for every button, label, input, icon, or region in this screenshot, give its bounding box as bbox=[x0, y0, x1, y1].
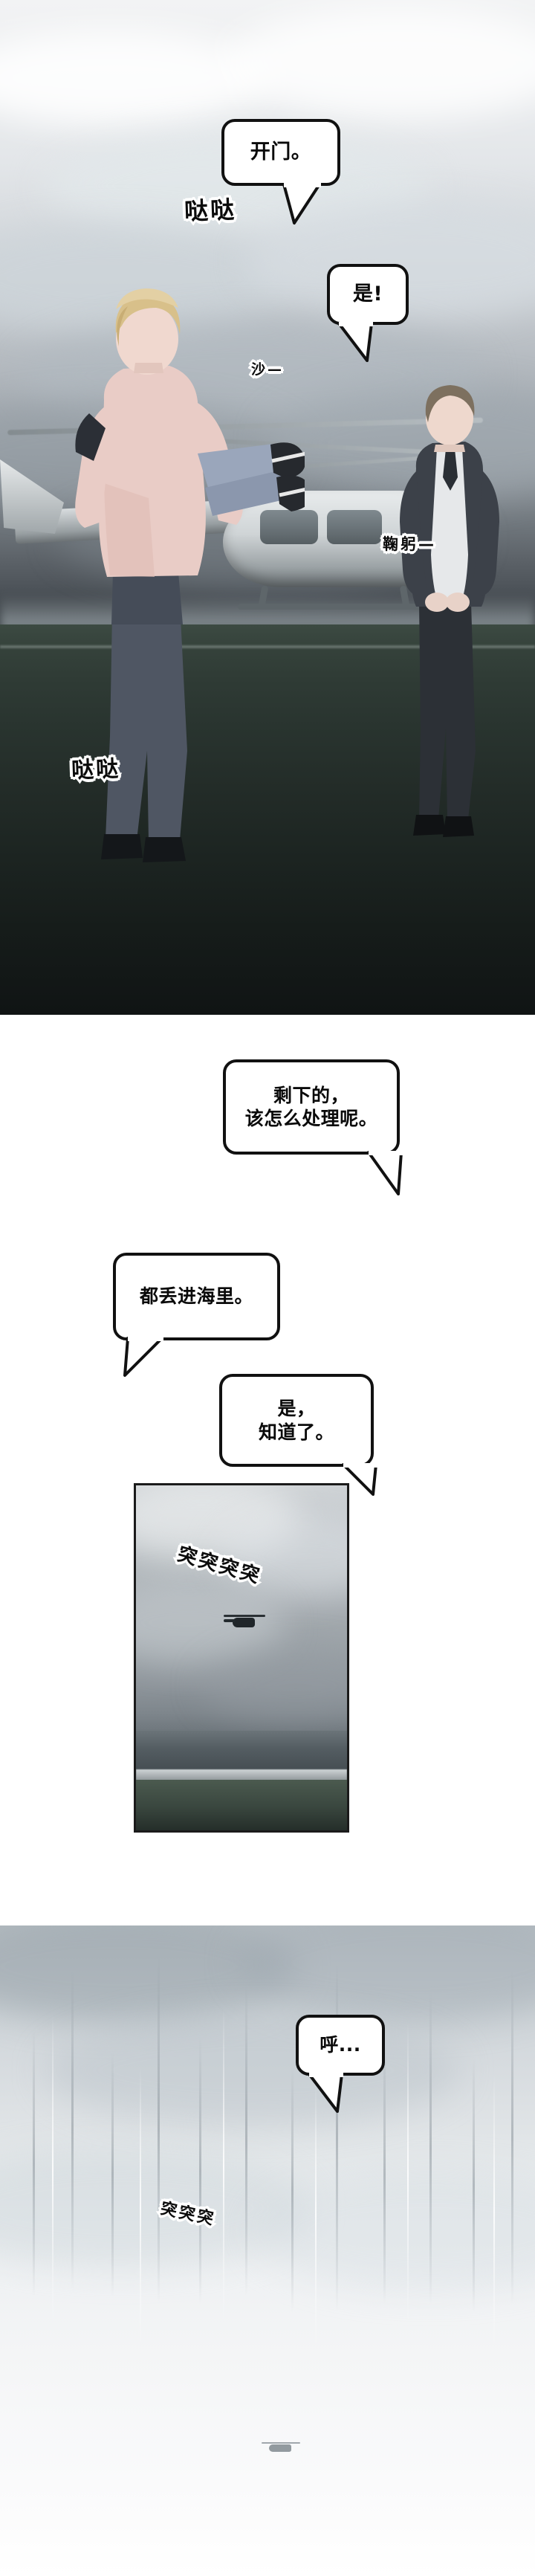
sfx-text: 哒哒 bbox=[69, 754, 123, 786]
distant-helicopter bbox=[224, 1610, 265, 1630]
rain-streak bbox=[245, 1985, 247, 2297]
rain-streak bbox=[407, 2022, 409, 2327]
rain-streak bbox=[473, 2059, 475, 2312]
sfx-footsteps-lower: 哒哒 bbox=[69, 750, 123, 786]
bubble-tail-throw-into-sea bbox=[123, 1337, 163, 1377]
rain-streak bbox=[315, 2082, 317, 2349]
figure-carrying-man bbox=[75, 288, 305, 862]
rain-streak bbox=[493, 2074, 495, 2349]
panel-helicopter-departing bbox=[134, 1483, 349, 1833]
figure-bowing-butler bbox=[400, 385, 499, 837]
sfx-wind: 沙— bbox=[249, 358, 285, 380]
bubble-tail-sigh bbox=[308, 2073, 343, 2113]
helicopter-tail-fin bbox=[0, 459, 64, 534]
rain-streak bbox=[33, 2030, 35, 2297]
helicopter-window bbox=[260, 510, 318, 544]
cloud-wisp bbox=[238, 1925, 535, 2022]
helicopter-body bbox=[269, 2444, 291, 2452]
helipad-edge-line bbox=[0, 645, 535, 648]
rain-streak bbox=[223, 2007, 224, 2327]
rain-streak bbox=[158, 1955, 160, 2305]
bubble-text: 是! bbox=[352, 283, 383, 306]
rotor-blade bbox=[262, 2442, 300, 2444]
panel-rainy-sky bbox=[0, 1925, 535, 2576]
rain-streak bbox=[291, 2067, 294, 2312]
rain-streak bbox=[199, 2037, 201, 2305]
bubble-throw-into-sea: 都丢进海里。 bbox=[113, 1253, 280, 1340]
rain-streak bbox=[511, 1970, 513, 2305]
helicopter-skid bbox=[238, 604, 446, 610]
bubble-tail-yes-understood bbox=[342, 1463, 377, 1496]
cloud-wisp bbox=[45, 2015, 461, 2126]
bubble-text: 剩下的， 该怎么处理呢。 bbox=[244, 1084, 378, 1129]
cloud-wisp bbox=[0, 30, 268, 126]
bubble-open-the-door: 开门。 bbox=[221, 119, 340, 186]
rain-streak bbox=[111, 2052, 114, 2297]
bubble-yes: 是! bbox=[327, 264, 409, 325]
cloud-wisp bbox=[0, 1925, 297, 2022]
sfx-bowing: 鞠躬— bbox=[380, 532, 436, 555]
rotor-blade bbox=[224, 1615, 265, 1617]
rain-streak bbox=[429, 1992, 432, 2305]
helicopter-window bbox=[327, 510, 382, 544]
rain-streak bbox=[383, 2044, 386, 2305]
bubble-tail-yes bbox=[337, 322, 373, 362]
bubble-text: 是， 知道了。 bbox=[258, 1398, 334, 1443]
rain-streak bbox=[52, 2015, 54, 2327]
sfx-text: 鞠躬— bbox=[380, 533, 436, 555]
helicopter-tail bbox=[224, 1619, 236, 1622]
bubble-sigh: 呼... bbox=[296, 2015, 385, 2076]
distant-helicopter bbox=[262, 2438, 300, 2455]
cloud-wisp bbox=[203, 1649, 347, 1723]
cloud-wisp bbox=[253, 2171, 535, 2290]
sfx-text: 沙— bbox=[249, 359, 285, 380]
panel-helipad: 开门。 是! 哒哒 沙— 鞠躬— 哒哒 bbox=[0, 0, 535, 1015]
sfx-text: 哒哒 bbox=[181, 193, 239, 227]
bubble-what-about-the-rest: 剩下的， 该怎么处理呢。 bbox=[223, 1059, 400, 1155]
grass-ground bbox=[136, 1780, 347, 1830]
shoreline bbox=[136, 1769, 347, 1781]
helicopter-body bbox=[233, 1618, 255, 1627]
cloud-wisp bbox=[223, 7, 535, 119]
cloud-wisp bbox=[0, 2149, 312, 2267]
sfx-footsteps-upper: 哒哒 bbox=[181, 191, 239, 227]
bubble-tail-what-about-the-rest bbox=[367, 1151, 403, 1195]
bubble-tail-open-the-door bbox=[282, 183, 321, 225]
bubble-text: 都丢进海里。 bbox=[139, 1285, 253, 1308]
bubble-text: 开门。 bbox=[250, 141, 312, 164]
bubble-text: 呼... bbox=[320, 2034, 361, 2056]
rain-streak bbox=[140, 2067, 141, 2349]
rain-streak bbox=[71, 1970, 74, 2290]
sea bbox=[136, 1731, 347, 1775]
bubble-yes-understood: 是， 知道了。 bbox=[219, 1374, 374, 1467]
